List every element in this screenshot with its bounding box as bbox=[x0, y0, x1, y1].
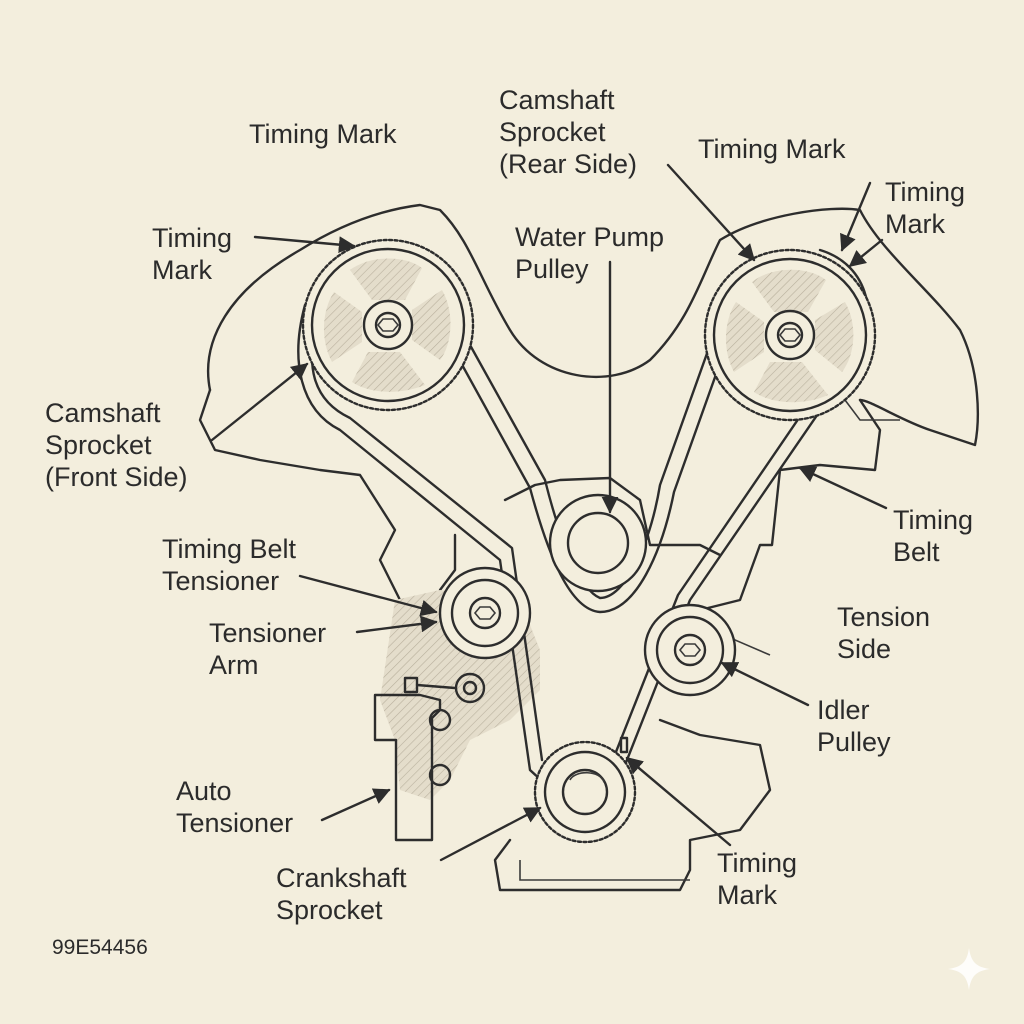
label-tensioner-arm: Tensioner Arm bbox=[209, 617, 326, 681]
water-pump-pulley bbox=[548, 493, 648, 593]
label-line: Tensioner bbox=[176, 808, 294, 838]
label-line: Side bbox=[837, 634, 892, 664]
label-line: Camshaft bbox=[499, 85, 615, 115]
camshaft-sprocket-rear bbox=[703, 248, 877, 422]
label-line: Mark bbox=[717, 880, 777, 910]
label-camshaft-sprocket-rear: Camshaft Sprocket (Rear Side) bbox=[499, 84, 637, 180]
label-line: Timing Belt bbox=[162, 534, 297, 564]
label-line: Mark bbox=[152, 255, 212, 285]
label-crankshaft-sprocket: Crankshaft Sprocket bbox=[276, 862, 407, 926]
label-line: Sprocket bbox=[45, 430, 152, 460]
label-line: Timing bbox=[152, 223, 233, 253]
label-line: (Front Side) bbox=[45, 462, 188, 492]
label-line: Timing bbox=[885, 177, 966, 207]
label-line: Tensioner bbox=[209, 618, 327, 648]
label-auto-tensioner: Auto Tensioner bbox=[176, 775, 293, 839]
label-line: Timing bbox=[717, 848, 798, 878]
camshaft-sprocket-front bbox=[301, 238, 475, 412]
idler-pulley bbox=[643, 603, 737, 697]
label-timing-belt-tensioner: Timing Belt Tensioner bbox=[162, 533, 296, 597]
leader-lines bbox=[210, 163, 888, 862]
auto-tensioner bbox=[373, 672, 486, 842]
timing-belt-tensioner bbox=[438, 566, 532, 660]
label-tension-side: Tension Side bbox=[837, 601, 930, 665]
label-line: Timing bbox=[893, 505, 974, 535]
label-line: Tension bbox=[837, 602, 931, 632]
figure-code: 99E54456 bbox=[52, 936, 148, 959]
label-line: Tensioner bbox=[162, 566, 280, 596]
label-water-pump-pulley: Water Pump Pulley bbox=[515, 221, 664, 285]
label-line: Pulley bbox=[515, 254, 589, 284]
label-line: Sprocket bbox=[499, 117, 606, 147]
label-line: Mark bbox=[885, 209, 945, 239]
label-line: Crankshaft bbox=[276, 863, 407, 893]
crankshaft-sprocket bbox=[533, 736, 637, 844]
label-timing-belt: Timing Belt bbox=[893, 504, 973, 568]
label-line: Pulley bbox=[817, 727, 891, 757]
label-line: Water Pump bbox=[515, 222, 665, 252]
label-line: Auto bbox=[176, 776, 232, 806]
engine-block-outline bbox=[198, 203, 979, 892]
label-timing-mark-bottom: Timing Mark bbox=[717, 847, 797, 911]
sparkle-icon bbox=[948, 948, 990, 990]
label-timing-mark-right-upper: Timing Mark bbox=[698, 134, 846, 164]
label-timing-mark-top: Timing Mark bbox=[249, 119, 397, 149]
label-timing-mark-left: Timing Mark bbox=[152, 222, 232, 286]
label-line: (Rear Side) bbox=[499, 149, 638, 179]
label-timing-mark-right: Timing Mark bbox=[885, 176, 965, 240]
label-line: Sprocket bbox=[276, 895, 383, 925]
label-idler-pulley: Idler Pulley bbox=[817, 694, 891, 758]
label-line: Camshaft bbox=[45, 398, 161, 428]
label-camshaft-sprocket-front: Camshaft Sprocket (Front Side) bbox=[45, 397, 188, 493]
label-line: Idler bbox=[817, 695, 870, 725]
label-line: Belt bbox=[893, 537, 940, 567]
label-line: Arm bbox=[209, 650, 259, 680]
